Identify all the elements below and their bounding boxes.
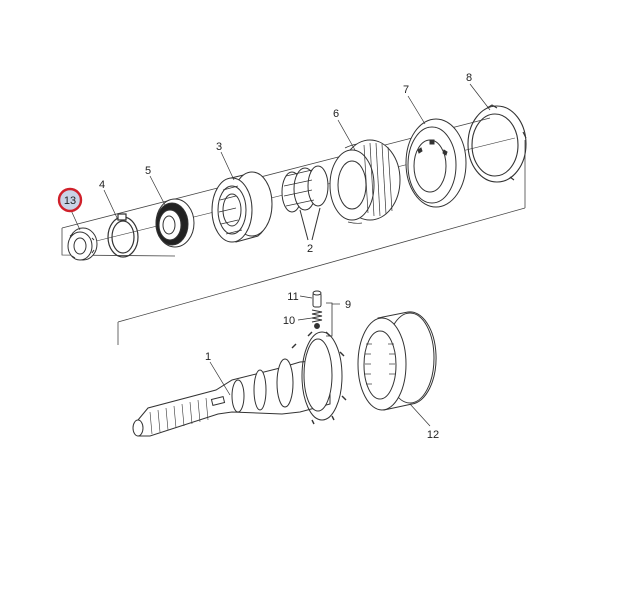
callout-labels: 13 4 5 3 2 6 7 8 11 9 10 1 12	[64, 72, 472, 441]
callout-6[interactable]: 6	[333, 108, 339, 120]
leader-lines	[69, 83, 491, 427]
part-13-nut[interactable]	[68, 228, 97, 260]
part-7-synchro-ring[interactable]	[406, 119, 466, 207]
callout-7[interactable]: 7	[403, 84, 409, 96]
part-11-plunger[interactable]	[313, 291, 321, 307]
callout-2[interactable]: 2	[307, 243, 313, 255]
callout-9[interactable]: 9	[345, 299, 351, 311]
callout-5[interactable]: 5	[145, 165, 151, 177]
part-5-seal[interactable]	[156, 199, 194, 247]
part-4-snap-ring[interactable]	[108, 214, 138, 257]
callout-10[interactable]: 10	[283, 315, 295, 327]
callout-13-highlight[interactable]	[57, 187, 83, 213]
callout-8[interactable]: 8	[466, 72, 472, 84]
callout-1[interactable]: 1	[205, 351, 211, 363]
part-9-bracket	[326, 302, 333, 337]
part-8-retaining-ring[interactable]	[468, 105, 526, 182]
part-3-bearing[interactable]	[212, 172, 272, 242]
callout-3[interactable]: 3	[216, 141, 222, 153]
part-10-spring[interactable]	[312, 310, 322, 329]
callout-4[interactable]: 4	[99, 179, 105, 191]
part-2-needle-bearings[interactable]	[282, 166, 328, 240]
callout-12[interactable]: 12	[427, 429, 439, 441]
part-12-sliding-sleeve[interactable]	[358, 312, 436, 410]
part-1-main-shaft[interactable]	[133, 332, 346, 436]
part-6-gear[interactable]	[330, 140, 400, 223]
callout-13[interactable]: 13	[64, 195, 76, 207]
callout-11[interactable]: 11	[287, 291, 298, 303]
